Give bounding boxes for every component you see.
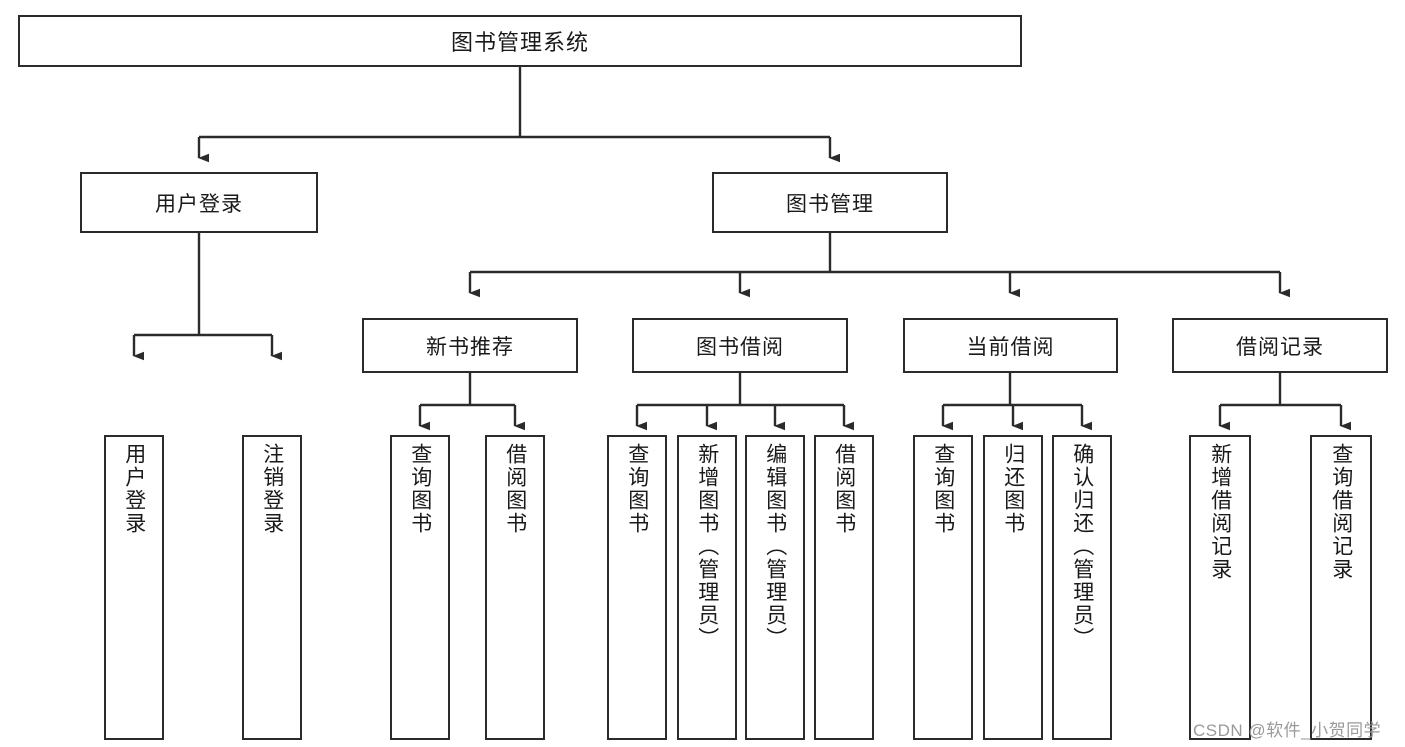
node-leaf-新增图书（管理员）[interactable]: 新增图书（管理员） (677, 435, 737, 740)
node-label: 新增借阅记录 (1208, 443, 1232, 581)
node-leaf-查询借阅记录[interactable]: 查询借阅记录 (1310, 435, 1372, 740)
node-label: 确认归还（管理员） (1070, 443, 1094, 650)
node-label: 查询图书 (408, 443, 432, 535)
node-label: 查询图书 (625, 443, 649, 535)
node-root-图书管理系统[interactable]: 图书管理系统 (18, 15, 1022, 67)
node-l1-图书管理[interactable]: 图书管理 (712, 172, 948, 233)
node-leaf-借阅图书[interactable]: 借阅图书 (814, 435, 874, 740)
node-l2-借阅记录[interactable]: 借阅记录 (1172, 318, 1388, 373)
node-leaf-注销登录[interactable]: 注销登录 (242, 435, 302, 740)
node-label: 图书管理 (786, 192, 874, 216)
node-l2-新书推荐[interactable]: 新书推荐 (362, 318, 578, 373)
node-label: 查询图书 (931, 443, 955, 535)
node-leaf-借阅图书[interactable]: 借阅图书 (485, 435, 545, 740)
node-label: 图书管理系统 (450, 30, 589, 55)
node-label: 查询借阅记录 (1329, 443, 1353, 581)
node-label: 新书推荐 (426, 335, 514, 359)
node-label: 新增图书（管理员） (695, 443, 719, 650)
node-leaf-确认归还（管理员）[interactable]: 确认归还（管理员） (1052, 435, 1112, 740)
watermark-credit: CSDN @软件_小贺同学 (1193, 721, 1382, 740)
node-l2-图书借阅[interactable]: 图书借阅 (632, 318, 848, 373)
node-label: 用户登录 (155, 192, 243, 216)
node-leaf-编辑图书（管理员）[interactable]: 编辑图书（管理员） (745, 435, 805, 740)
node-label: 归还图书 (1001, 443, 1025, 535)
node-label: 借阅记录 (1236, 335, 1324, 359)
node-label: 借阅图书 (832, 443, 856, 535)
node-label: 图书借阅 (696, 335, 784, 359)
node-label: 借阅图书 (503, 443, 527, 535)
node-leaf-查询图书[interactable]: 查询图书 (913, 435, 973, 740)
node-leaf-归还图书[interactable]: 归还图书 (983, 435, 1043, 740)
node-l1-用户登录[interactable]: 用户登录 (80, 172, 318, 233)
node-leaf-新增借阅记录[interactable]: 新增借阅记录 (1189, 435, 1251, 740)
node-leaf-查询图书[interactable]: 查询图书 (390, 435, 450, 740)
node-label: 用户登录 (122, 443, 146, 535)
node-label: 当前借阅 (966, 335, 1055, 359)
node-l2-当前借阅[interactable]: 当前借阅 (903, 318, 1118, 373)
node-label: 编辑图书（管理员） (763, 443, 787, 650)
node-label: 注销登录 (260, 443, 284, 535)
node-leaf-用户登录[interactable]: 用户登录 (104, 435, 164, 740)
node-leaf-查询图书[interactable]: 查询图书 (607, 435, 667, 740)
